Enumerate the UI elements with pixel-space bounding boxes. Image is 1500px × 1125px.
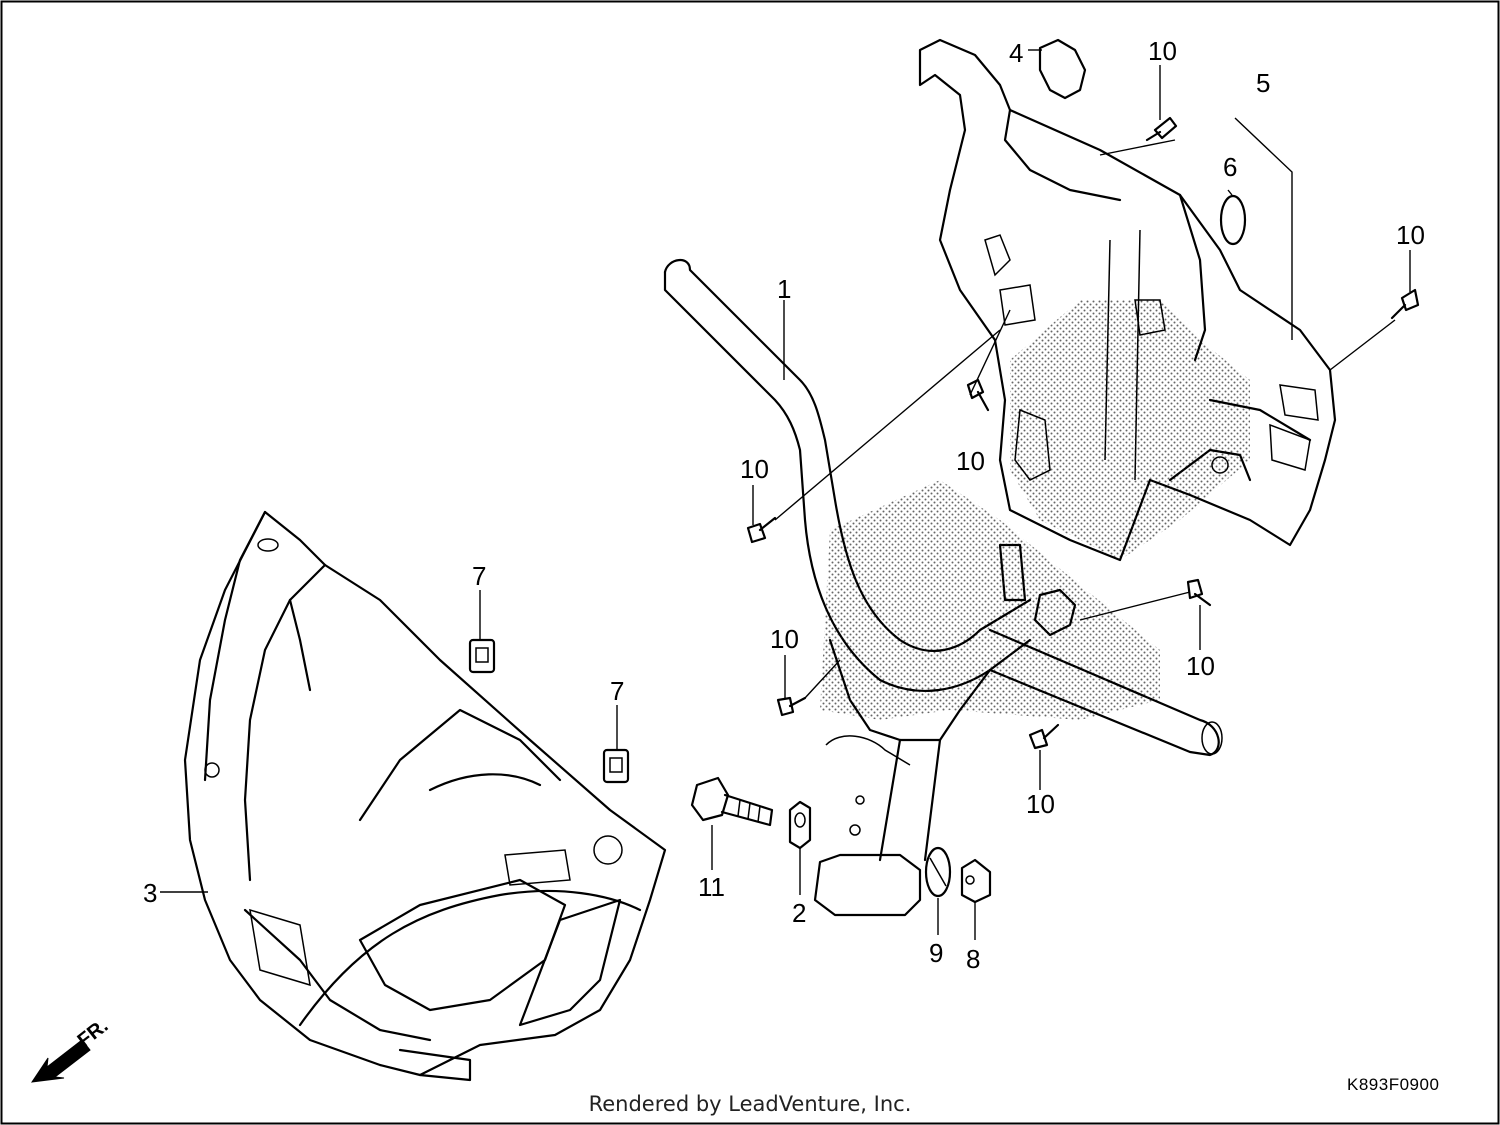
label-part-11: 11 xyxy=(698,872,725,902)
front-direction-marker: FR. xyxy=(30,1015,112,1083)
label-part-4: 4 xyxy=(1009,38,1023,68)
label-part-1: 1 xyxy=(777,274,791,304)
handlebar-pipe xyxy=(663,259,1223,917)
label-part-10g: 10 xyxy=(1026,789,1055,819)
front-handle-cover xyxy=(183,510,667,1082)
label-part-7b: 7 xyxy=(610,676,624,706)
label-part-10c: 10 xyxy=(956,446,985,476)
rear-handle-cover xyxy=(918,38,1337,562)
label-part-2: 2 xyxy=(792,898,806,928)
label-part-10a: 10 xyxy=(1148,36,1177,66)
leader-lines xyxy=(160,49,1411,940)
label-part-3: 3 xyxy=(143,878,157,908)
label-part-9: 9 xyxy=(929,938,943,968)
credit-text: Rendered by LeadVenture, Inc. xyxy=(588,1092,912,1116)
arrow-icon xyxy=(30,1039,91,1083)
label-part-7a: 7 xyxy=(472,561,486,591)
part-labels: 1 2 3 4 5 6 7 7 8 9 10 10 10 10 10 10 10… xyxy=(143,36,1425,974)
label-part-5: 5 xyxy=(1256,68,1270,98)
label-part-10b: 10 xyxy=(1396,220,1425,250)
label-part-10d: 10 xyxy=(740,454,769,484)
label-part-10e: 10 xyxy=(1186,651,1215,681)
label-part-8: 8 xyxy=(966,944,980,974)
drawing-code: K893F0900 xyxy=(1347,1075,1440,1094)
small-parts xyxy=(468,38,1420,904)
label-part-10f: 10 xyxy=(770,624,799,654)
label-part-6: 6 xyxy=(1223,152,1237,182)
